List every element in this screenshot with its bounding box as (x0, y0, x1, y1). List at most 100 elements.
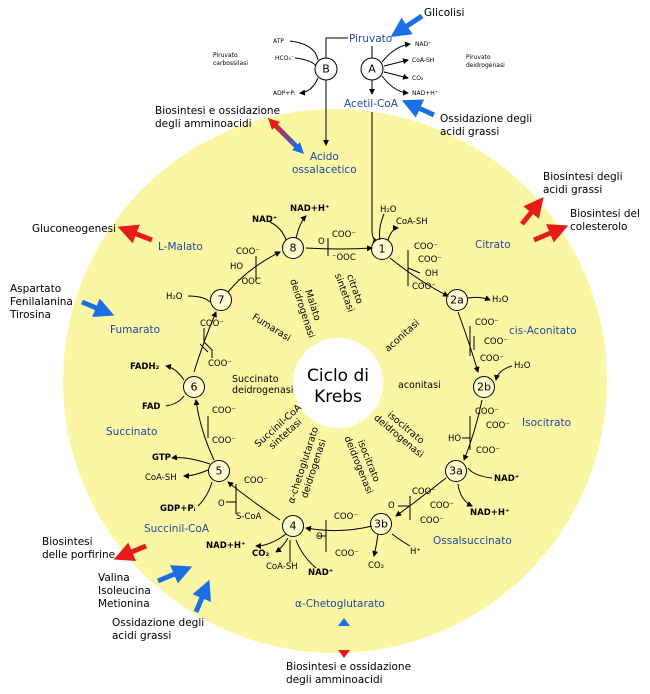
oxalosuccinate-skeleton (398, 496, 411, 520)
step-label-3b: 3b (374, 518, 388, 531)
arrow-4-5 (227, 481, 281, 521)
arrow-aa-succinilcoa (157, 565, 193, 584)
arrow-h2o-1 (379, 213, 385, 241)
arrow-aa-fumarato (81, 298, 115, 317)
label-biosintesi-porfirine-2: delle porfirine (42, 549, 115, 561)
ketoglutarate-skeleton (318, 520, 327, 552)
enzyme-succinato-deidrogenasi-1: Succinato (232, 374, 279, 385)
label-ossidazione-ag2-1: Ossidazione degli (112, 617, 204, 629)
piruvato-deidrogenasi-2: deidrogenasi (466, 62, 505, 69)
label-chetoglutarato: α-Chetoglutarato (295, 598, 385, 610)
label-metionina: Metionina (98, 598, 150, 610)
step-circle-4 (282, 515, 304, 537)
label-malato: L-Malato (158, 241, 203, 253)
a-co2-arrow (383, 71, 409, 80)
ketoglutarate-coo-2: COO⁻ (335, 549, 359, 559)
piruvato-deidrogenasi-1: Piruvato (466, 54, 491, 61)
label-valina: Valina (98, 572, 130, 584)
citrate-skeleton (407, 250, 421, 286)
arrow-glicolisi (390, 13, 424, 37)
piruvato-carbossilasi-1: Piruvato (213, 52, 238, 59)
a-nadh-arrow (381, 75, 409, 96)
label-isocitrato: Isocitrato (522, 417, 571, 429)
arrow-biosintesi-aa-bottom-head-out (338, 650, 350, 658)
arrow-coash-5 (183, 469, 209, 479)
arrow-1-2a (389, 257, 449, 297)
arrow-nad-3a (467, 467, 493, 479)
arrow-h2o-2a (467, 295, 491, 301)
malate-oh: HO (230, 262, 243, 272)
label-biosintesi-colesterolo-1: Biosintesi del (570, 208, 640, 220)
citrate-coo-2: COO⁻ (418, 255, 442, 265)
fumarate-coo-1: COO⁻ (200, 319, 224, 329)
cof-fadh2-6: FADH₂ (130, 362, 160, 372)
arrow-fad-6 (165, 395, 185, 407)
arrow-biosintesi-aa-top-head-in (292, 142, 304, 154)
cof-h2o-2b: H₂O (514, 361, 531, 371)
fumarate-coo-2: COO⁻ (208, 359, 232, 369)
cof-h2o-1: H₂O (380, 205, 397, 215)
label-gluconeogenesi: Gluconeogenesi (32, 223, 116, 235)
step-label-5: 5 (216, 465, 223, 478)
label-piruvato: Piruvato (349, 33, 392, 45)
cof-h2o-7: H₂O (166, 292, 183, 302)
enzyme-b-label: B (322, 63, 330, 76)
cof-h2o-2a: H₂O (492, 295, 509, 305)
cof-nadh-3a: NAD+H⁺ (470, 508, 509, 518)
piruvato-connector (325, 37, 348, 58)
step-label-1: 1 (379, 243, 386, 256)
label-biosintesi-colesterolo-2: colesterolo (570, 221, 627, 233)
arrow-8-1 (305, 245, 373, 252)
arrow-5-6 (193, 399, 215, 461)
arrow-biosintesi-aa-bottom-head-in (338, 618, 350, 626)
label-succinil-coa: Succinil-CoA (144, 523, 210, 535)
oaa-coo-1: COO⁻ (332, 230, 356, 240)
label-cis-aconitato: cis-Aconitato (509, 325, 577, 337)
oaa-o: O (318, 237, 325, 247)
arrow-fadh2-6 (165, 364, 185, 381)
arrow-3a-3b (395, 477, 447, 517)
label-acido: Acido (310, 151, 339, 163)
arrow-7-8 (227, 251, 281, 293)
cof-co2-3b: CO₂ (368, 561, 384, 571)
step-circle-6 (183, 376, 205, 398)
oxalosuccinate-coo-2: COO⁻ (430, 501, 454, 511)
arrow-2a-2b (457, 311, 480, 373)
label-ossidazione-ag2-2: acidi grassi (112, 630, 171, 642)
cycle-title-line1: Ciclo di (307, 366, 369, 386)
label-glicolisi: Glicolisi (424, 7, 464, 19)
step-label-8: 8 (290, 242, 297, 255)
isocitrate-ho: HO (448, 434, 461, 444)
step-label-3a: 3a (449, 465, 463, 478)
label-tirosina: Tirosina (9, 309, 51, 321)
isocitrate-coo-2: COO⁻ (486, 421, 510, 431)
label-biosintesi-aa-bottom-2: degli amminoacidi (286, 674, 383, 686)
label-fenilalanina: Fenilalanina (10, 296, 73, 308)
label-acetil-coa: Acetil-CoA (344, 98, 399, 110)
malate-coo-2: ⁻OOC (237, 277, 261, 287)
b-adp-arrow (299, 77, 319, 96)
cof-nadh-4: NAD+H⁺ (206, 541, 245, 551)
step-circle-2a (446, 289, 468, 311)
label-biosintesi-ag-2: acidi grassi (543, 184, 602, 196)
arrow-nadh-8 (295, 215, 307, 239)
succinylcoa-coo: COO⁻ (244, 476, 268, 486)
isocitrate-coo-3: COO⁻ (476, 446, 500, 456)
succinylcoa-s-coa: S-CoA (236, 512, 262, 522)
label-ossalsuccinato: Ossalsuccinato (433, 535, 512, 547)
oaa-coo-2: ⁻OOC (332, 253, 356, 263)
arrow-gluconeogenesi (117, 224, 153, 244)
ketoglutarate-coo-1: COO⁻ (334, 512, 358, 522)
cof-nadh-8: NAD+H⁺ (290, 204, 329, 214)
step-circle-3b (370, 513, 392, 535)
arrow-nad-4 (295, 539, 317, 569)
label-ossalacetico: ossalacetico (292, 164, 357, 176)
arrow-3b-4 (305, 525, 373, 532)
step-circle-2b (473, 376, 495, 398)
a-nad: NAD⁺ (415, 41, 431, 48)
label-ossidazione-ag-2: acidi grassi (440, 126, 499, 138)
ketoglutarate-o: O (316, 532, 323, 542)
cof-coash-1: CoA-SH (396, 217, 428, 227)
label-biosintesi-ag-1: Biosintesi degli (543, 171, 623, 183)
